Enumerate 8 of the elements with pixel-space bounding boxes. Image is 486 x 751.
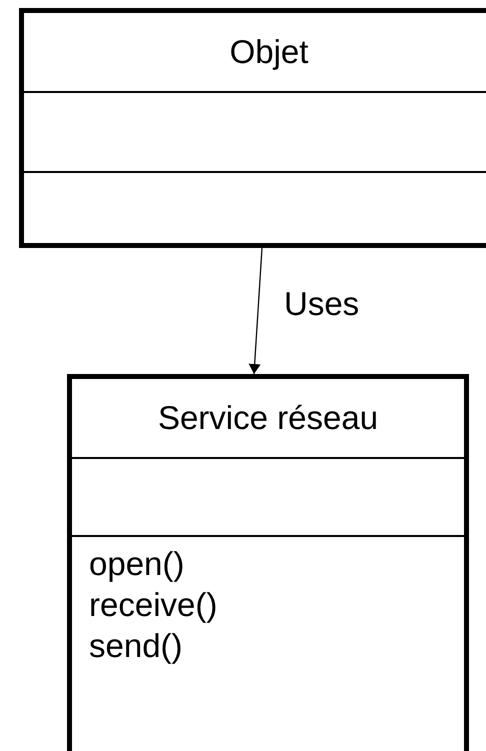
method-text: send()	[88, 626, 184, 666]
class-name: Service réseau	[156, 399, 380, 437]
class-box	[67, 374, 469, 751]
method-text: receive()	[88, 585, 218, 625]
method-text: open()	[88, 544, 186, 584]
class-box	[19, 8, 486, 248]
class-name: Objet	[228, 33, 310, 71]
arrow	[248, 248, 263, 374]
